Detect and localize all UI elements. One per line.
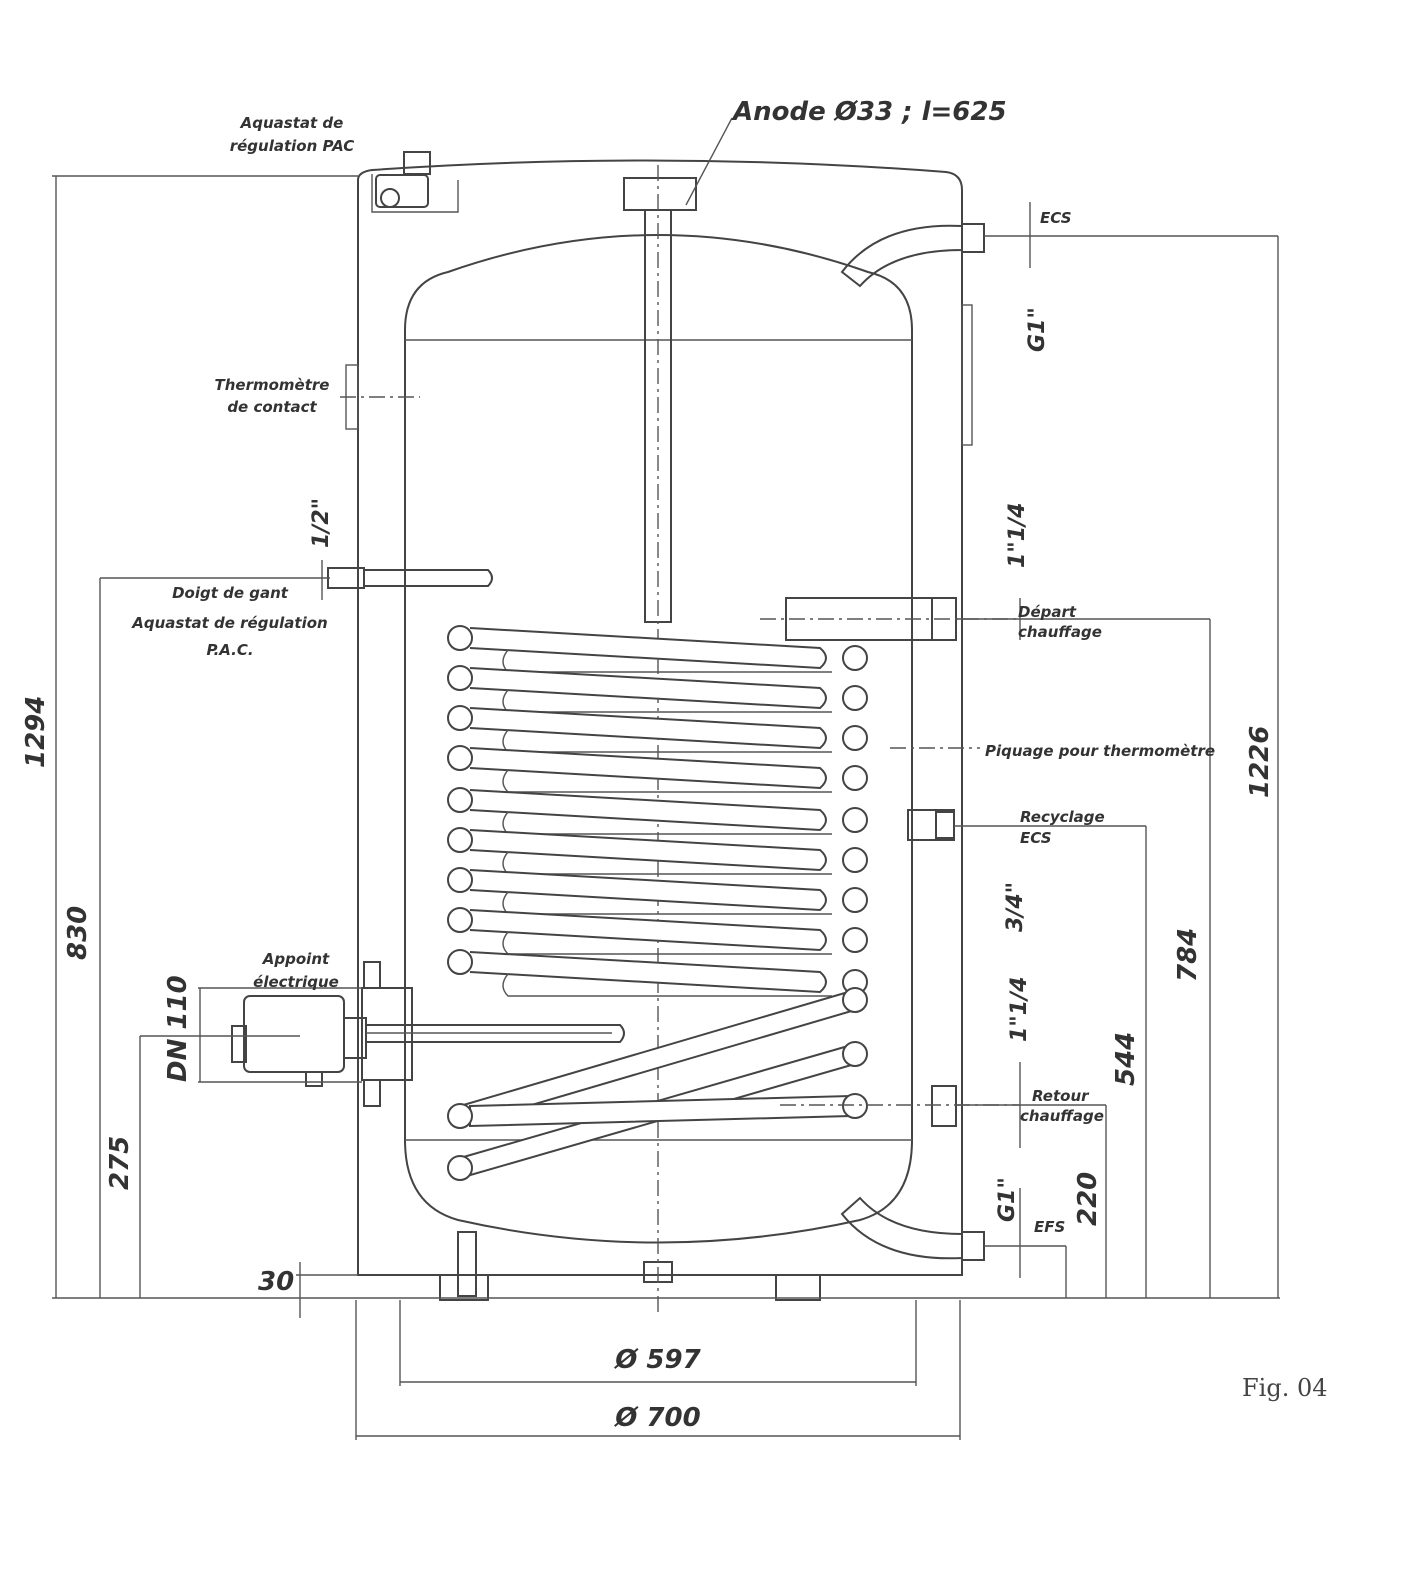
dim-ecs-height: 1226 xyxy=(1245,726,1275,798)
coil-end-left xyxy=(447,665,473,691)
aquastat-pac-label-1: Aquastat de xyxy=(240,114,344,132)
ecs-label: ECS xyxy=(1040,209,1072,227)
recyclage-pipe xyxy=(907,809,955,841)
coil-tube xyxy=(469,667,827,710)
coil-end-left xyxy=(447,787,473,813)
piquage-label: Piquage pour thermomètre xyxy=(985,742,1215,760)
coil-end-left xyxy=(447,745,473,771)
dim-total-height: 1294 xyxy=(21,696,51,768)
coil-end-right xyxy=(842,765,868,791)
coil-tube xyxy=(469,909,827,952)
coil-end xyxy=(447,1103,473,1129)
ecs-outlet xyxy=(840,202,1031,288)
coil-end xyxy=(842,987,868,1013)
figure-caption: Fig. 04 xyxy=(1242,1374,1328,1402)
recyclage-label-1: Recyclage xyxy=(1020,808,1105,826)
dim-inner-diameter: Ø 597 xyxy=(613,1345,701,1375)
thread-three-quarter: 3/4" xyxy=(1003,882,1028,932)
coil-end-left xyxy=(447,827,473,853)
dim-appoint-height: 275 xyxy=(105,1136,135,1190)
coil-end-right xyxy=(842,725,868,751)
aquastat-pac xyxy=(375,151,431,208)
retour-label-2: chauffage xyxy=(1020,1107,1104,1125)
anode-rod xyxy=(623,117,733,1315)
doigt-gant-label: Doigt de gant xyxy=(172,584,289,602)
dim-foot: 30 xyxy=(258,1267,294,1297)
dimension-lines xyxy=(52,175,1280,1440)
thermometre-label-2: de contact xyxy=(227,398,317,416)
recyclage-label-2: ECS xyxy=(1020,829,1052,847)
appoint-label-1: Appoint xyxy=(262,950,330,968)
coil-end-right xyxy=(842,807,868,833)
coil-end-right xyxy=(842,887,868,913)
thread-g1-bottom: G1" xyxy=(995,1177,1020,1222)
coil-end-right xyxy=(842,927,868,953)
depart-label-2: chauffage xyxy=(1018,623,1102,641)
coil-tube xyxy=(469,869,827,912)
coil-end-right xyxy=(842,847,868,873)
coil-end-left xyxy=(447,705,473,731)
retour-label-1: Retour xyxy=(1032,1087,1090,1105)
aquastat-regulation-label-2: P.A.C. xyxy=(206,641,253,659)
coil-tube xyxy=(469,707,827,750)
coil-tube xyxy=(469,747,827,790)
coil-tube xyxy=(469,627,827,670)
coil-end-right xyxy=(842,685,868,711)
coil-end-left xyxy=(447,907,473,933)
thread-half-inch: 1/2" xyxy=(309,498,334,548)
thread-g1-top: G1" xyxy=(1025,307,1050,352)
retour-chauffage-pipe xyxy=(780,1085,1020,1127)
coil-tube xyxy=(469,951,827,994)
dim-retour-height: 220 xyxy=(1073,1172,1103,1226)
coil-end-left xyxy=(447,867,473,893)
thread-inch-quarter-bottom: 1"1/4 xyxy=(1007,977,1032,1042)
appoint-label-2: électrique xyxy=(253,973,339,991)
efs-label: EFS xyxy=(1034,1218,1065,1236)
thread-inch-quarter-top: 1"1/4 xyxy=(1005,503,1030,568)
coil-tube xyxy=(469,789,827,832)
coil-end-left xyxy=(447,949,473,975)
coil-end xyxy=(842,1093,868,1119)
thermometre-label-1: Thermomètre xyxy=(215,376,330,394)
coil-tube-back xyxy=(502,973,832,997)
heating-coil xyxy=(447,625,868,1181)
depart-label-1: Départ xyxy=(1018,603,1077,621)
coil-end-left xyxy=(447,625,473,651)
dim-dn: DN 110 xyxy=(163,975,193,1082)
appoint-electrique xyxy=(231,961,625,1107)
aquastat-regulation-label-1: Aquastat de régulation xyxy=(131,614,327,632)
dim-doigt-height: 830 xyxy=(63,906,93,960)
aquastat-pac-label-2: régulation PAC xyxy=(230,137,355,155)
coil-tube xyxy=(469,829,827,872)
doigt-de-gant xyxy=(321,560,493,600)
dim-outer-diameter: Ø 700 xyxy=(613,1403,700,1433)
coil-end-right xyxy=(842,645,868,671)
dim-recyclage-height: 544 xyxy=(1111,1032,1141,1086)
coil-end xyxy=(447,1155,473,1181)
dim-depart-height: 784 xyxy=(1173,928,1203,982)
anode-label: Anode Ø33 ; l=625 xyxy=(731,97,1007,127)
coil-end xyxy=(842,1041,868,1067)
